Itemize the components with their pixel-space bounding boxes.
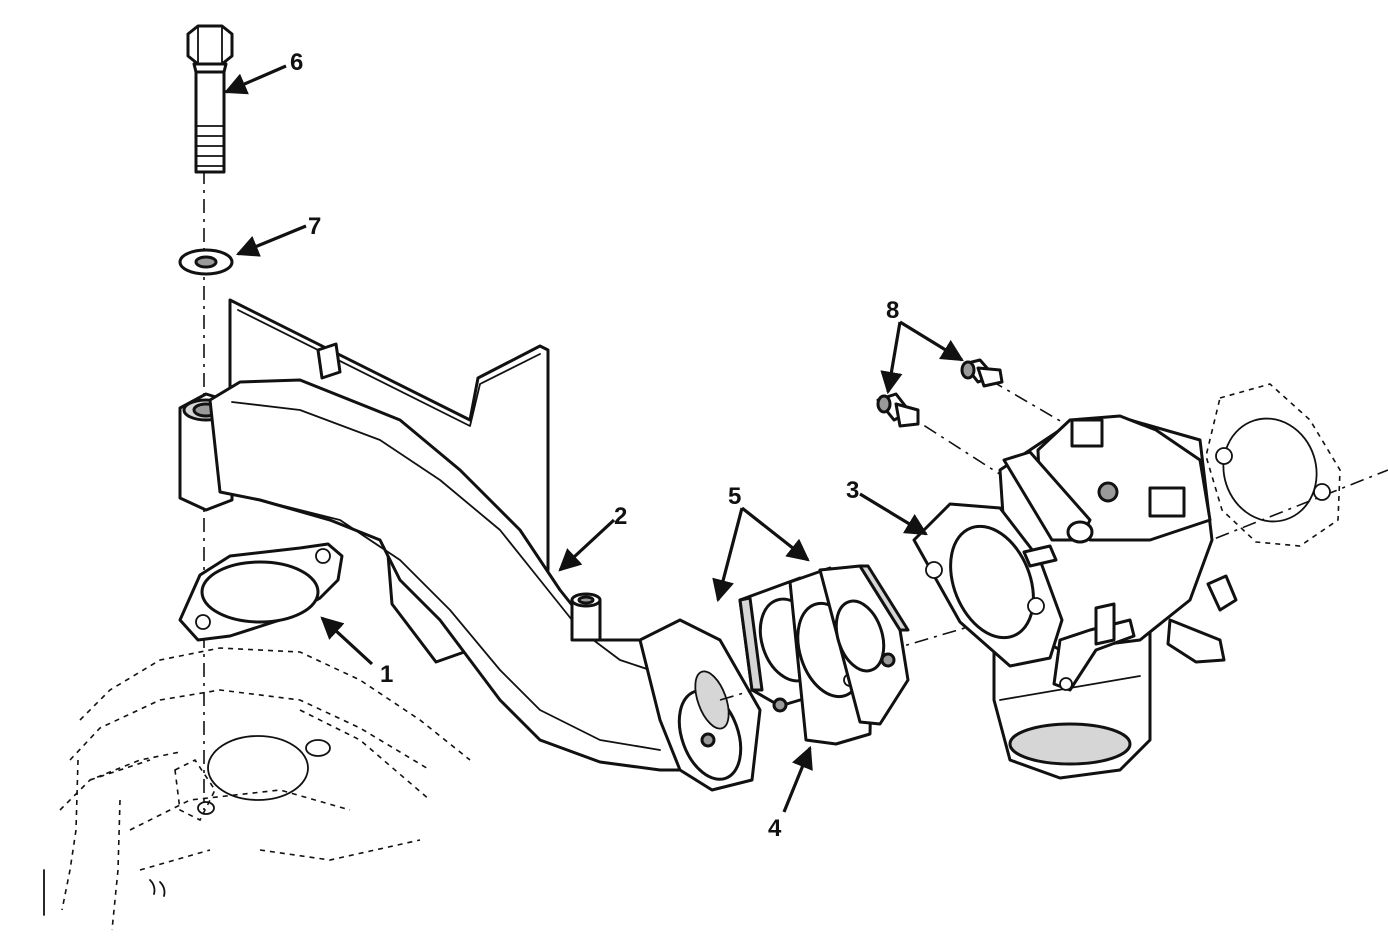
callout-8: 8 (886, 297, 899, 324)
callout-1: 1 (380, 661, 393, 688)
intake-manifold (178, 298, 762, 792)
callout-4: 4 (768, 815, 782, 842)
fitting-axis-upper (989, 379, 1111, 451)
washer (178, 248, 234, 276)
callout-6: 6 (290, 49, 303, 76)
fitting-upper (960, 358, 1004, 388)
callout-7: 7 (308, 213, 321, 240)
carburetor (912, 414, 1238, 780)
spacer-right (818, 564, 910, 726)
gasket-manifold (178, 542, 344, 642)
bolt (186, 24, 234, 174)
callout-2: 2 (614, 503, 627, 530)
callout-5: 5 (728, 483, 741, 510)
engine-block-ghost (43, 647, 471, 931)
callout-3: 3 (846, 477, 859, 504)
fitting-lower (876, 392, 920, 428)
leader-lines (223, 64, 964, 813)
air-cleaner-gasket-ghost (1205, 383, 1341, 547)
